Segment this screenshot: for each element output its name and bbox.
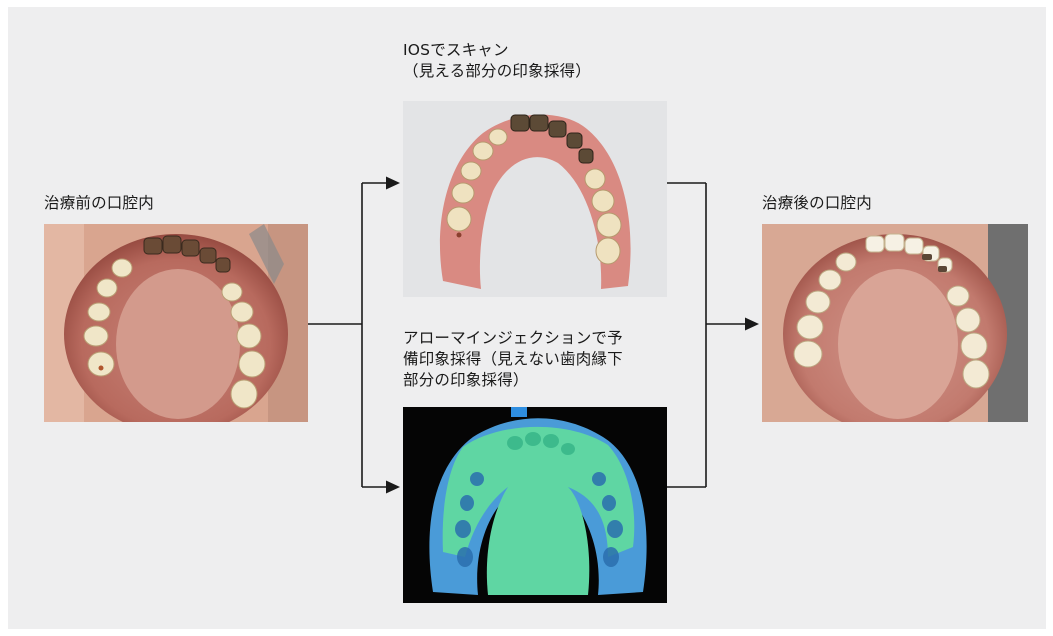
arrow-to-after [745, 318, 759, 331]
arrow-to-ios [386, 177, 400, 190]
connector-lines [308, 183, 746, 487]
arrow-to-injection [386, 481, 400, 494]
